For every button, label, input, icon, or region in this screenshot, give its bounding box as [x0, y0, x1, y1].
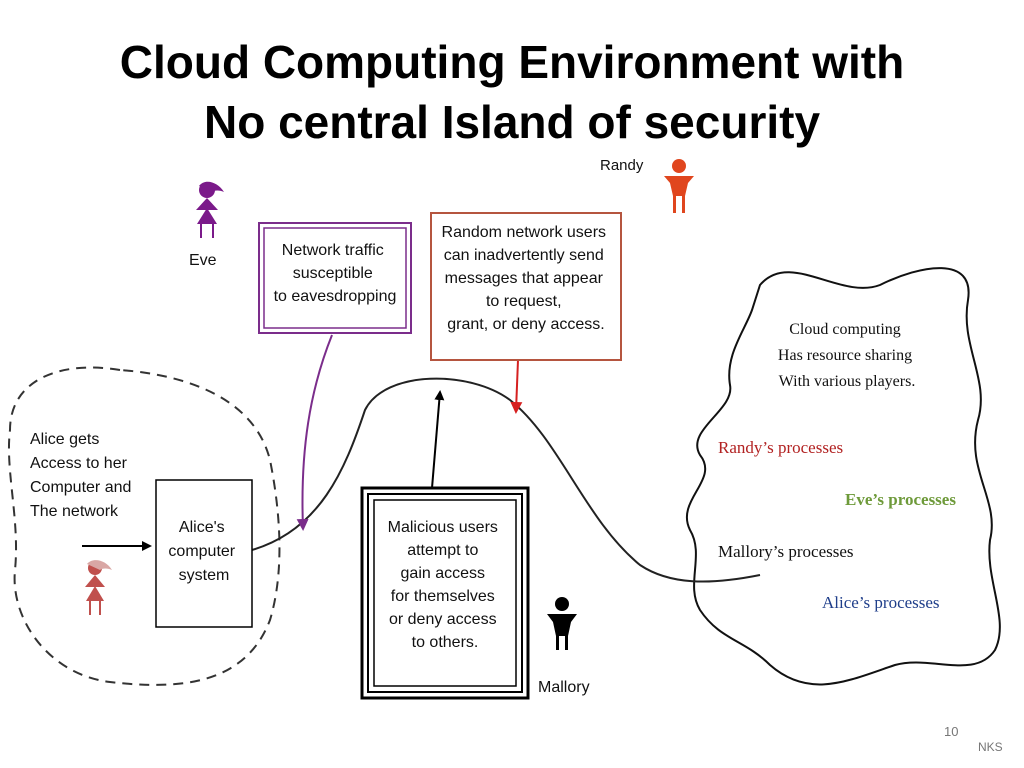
alice-note-line-2: Access to her	[30, 455, 128, 472]
random-users-line-5: grant, or deny access.	[447, 316, 604, 333]
network-traffic-line-1: Network traffic	[282, 242, 384, 259]
svg-text:Network traffic suscepti: Network traffic susceptible to eavesdrop…	[274, 242, 397, 305]
alice-note-line-3: Computer and	[30, 479, 131, 496]
randy-label: Randy	[600, 157, 644, 174]
mallory-label: Mallory	[538, 679, 590, 696]
mallory-processes-label: Mallory’s processes	[718, 542, 854, 561]
alice-computer-box: Alice's computer system	[155, 479, 253, 628]
title-line-1: Cloud Computing Environment with	[119, 36, 905, 88]
malicious-users-line-5: or deny access	[389, 611, 497, 628]
cloud-desc-line-3: With various players.	[779, 373, 916, 390]
cloud-description: Cloud computing Has resource sharing Wit…	[778, 321, 916, 390]
svg-text:Random network users can: Random network users can inadvertently s…	[442, 224, 611, 333]
eve-processes-label: Eve’s processes	[845, 490, 956, 509]
alice-system-line-1: Alice's	[179, 519, 225, 536]
cloud-desc-line-2: Has resource sharing	[778, 347, 912, 364]
randy-processes-label: Randy’s processes	[718, 438, 843, 457]
random-users-line-3: messages that appear	[445, 270, 604, 287]
malicious-users-line-1: Malicious users	[388, 519, 498, 536]
random-users-line-4: to request,	[486, 293, 562, 310]
alice-system-line-2: computer	[168, 543, 235, 560]
malicious-users-line-3: gain access	[401, 565, 486, 582]
malicious-users-box: Malicious users attempt to gain access f…	[360, 486, 530, 700]
alice-processes-label: Alice’s processes	[822, 593, 940, 612]
alice-system-line-3: system	[179, 567, 230, 584]
cloud-boundary	[686, 267, 1001, 686]
random-users-arrow	[510, 359, 523, 414]
title-line-2: No central Island of security	[203, 96, 821, 148]
cloud-desc-line-1: Cloud computing	[789, 321, 901, 338]
alice-note-line-4: The network	[30, 503, 119, 520]
slide-title: Cloud Computing Environment with No cent…	[0, 32, 1024, 152]
malicious-users-line-2: attempt to	[407, 542, 478, 559]
random-users-line-1: Random network users	[442, 224, 607, 241]
alice-figure	[85, 560, 112, 615]
randy-figure	[664, 159, 694, 213]
network-traffic-line-3: to eavesdropping	[274, 288, 397, 305]
svg-text:Malicious users attempt: Malicious users attempt to gain access f…	[388, 519, 503, 651]
alice-note: Alice gets Access to her Computer and Th…	[30, 431, 136, 520]
malicious-users-line-6: to others.	[412, 634, 479, 651]
malicious-users-line-4: for themselves	[391, 588, 495, 605]
random-users-line-2: can inadvertently send	[444, 247, 604, 264]
eve-figure	[196, 181, 224, 238]
random-users-box: Random network users can inadvertently s…	[430, 212, 622, 361]
network-traffic-box: Network traffic susceptible to eavesdrop…	[258, 222, 412, 334]
eavesdrop-arrow	[296, 334, 333, 531]
eve-label: Eve	[189, 252, 217, 269]
malicious-users-arrow	[431, 390, 445, 489]
svg-text:Alice's computer s: Alice's computer system	[168, 519, 239, 584]
footer-initials: NKS	[978, 740, 1003, 754]
network-wire	[251, 377, 761, 583]
alice-boundary	[7, 366, 281, 686]
alice-note-line-1: Alice gets	[30, 431, 99, 448]
slide-number: 10	[944, 724, 959, 739]
network-traffic-line-2: susceptible	[293, 265, 373, 282]
mallory-figure	[547, 597, 577, 650]
